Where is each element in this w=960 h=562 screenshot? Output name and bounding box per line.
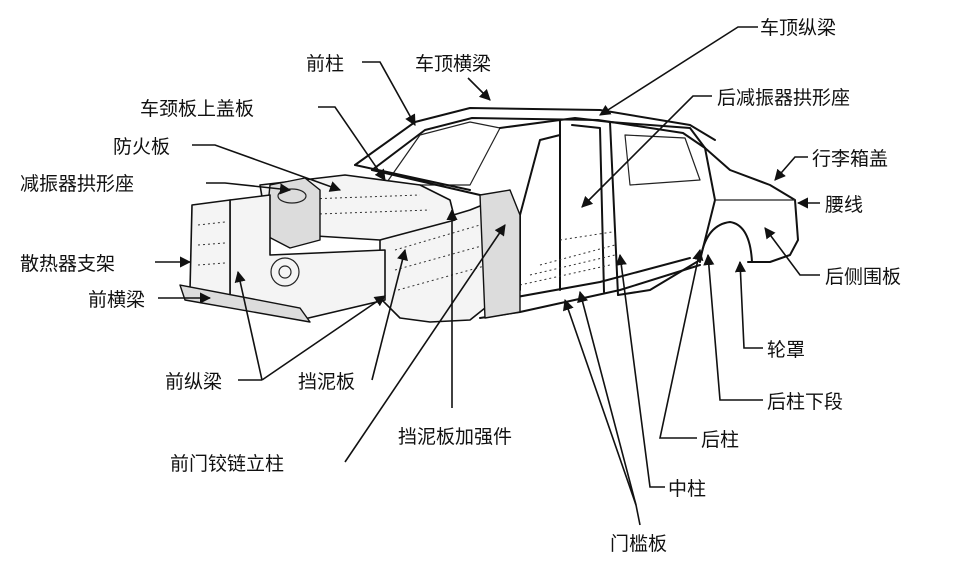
part-labels: 车顶纵梁 前柱 车顶横梁 后减振器拱形座 车颈板上盖板 防火板 行李箱盖 减振器… xyxy=(20,17,901,555)
label-rear-shock-tower: 后减振器拱形座 xyxy=(717,87,850,109)
label-rear-quarter-panel: 后侧围板 xyxy=(825,266,901,288)
b-pillar-shape xyxy=(559,117,619,296)
label-front-side-member: 前纵梁 xyxy=(165,371,222,393)
fender-rivets xyxy=(394,224,489,291)
label-rocker-panel: 门槛板 xyxy=(610,533,667,555)
rear-window-frame xyxy=(624,134,701,186)
label-center-pillar: 中柱 xyxy=(668,478,706,500)
label-rear-pillar-lower: 后柱下段 xyxy=(767,391,843,413)
leader-rear-pillar xyxy=(659,248,704,439)
leader-a-pillar xyxy=(362,61,416,126)
leader-lines xyxy=(155,26,820,526)
label-firewall: 防火板 xyxy=(113,136,170,158)
leader-trunk-lid xyxy=(774,156,808,181)
roof-outline xyxy=(354,107,716,166)
leader-rocker-panel-b xyxy=(577,290,637,506)
leader-front-side-member-b xyxy=(261,295,386,381)
label-cowl-top-panel: 车颈板上盖板 xyxy=(140,98,254,120)
leader-center-pillar xyxy=(615,253,665,488)
leader-rocker-panel xyxy=(635,504,641,526)
label-front-cross-member: 前横梁 xyxy=(88,289,145,311)
label-front-shock-tower: 减振器拱形座 xyxy=(20,173,134,195)
leader-front-shock-tower xyxy=(206,182,292,195)
label-radiator-support: 散热器支架 xyxy=(20,253,115,275)
car-body-illustration xyxy=(179,107,799,323)
leader-wheel-housing xyxy=(734,260,763,349)
label-waistline: 腰线 xyxy=(825,194,863,216)
radiator-support-shape xyxy=(189,199,231,301)
sill-inner xyxy=(499,257,691,301)
windshield-frame xyxy=(384,121,501,186)
label-front-door-hinge-pillar: 前门铰链立柱 xyxy=(170,453,284,475)
label-a-pillar: 前柱 xyxy=(306,53,344,75)
leader-front-door-hinge-pillar xyxy=(344,224,506,463)
label-fender-reinforcement: 挡泥板加强件 xyxy=(398,426,512,448)
rear-quarter-outline xyxy=(704,147,799,263)
label-fender: 挡泥板 xyxy=(298,371,355,393)
label-roof-longitudinal-beam: 车顶纵梁 xyxy=(760,17,836,39)
leader-firewall xyxy=(192,144,342,192)
suspension-mount xyxy=(270,257,300,287)
leader-cowl-top-panel xyxy=(318,106,386,181)
suspension-mount-inner xyxy=(278,265,292,279)
leader-rear-quarter-panel xyxy=(764,227,820,276)
floor-pan xyxy=(519,231,616,286)
shock-tower-top xyxy=(277,188,307,204)
leader-fender xyxy=(371,248,408,381)
label-roof-cross-beam: 车顶横梁 xyxy=(415,53,491,75)
leader-rear-pillar-lower xyxy=(703,253,763,401)
leader-rocker-panel-a xyxy=(563,298,637,506)
leader-roof-longitudinal-beam xyxy=(599,26,758,116)
firewall-texture xyxy=(279,194,431,216)
label-trunk-lid: 行李箱盖 xyxy=(812,148,888,170)
label-wheel-housing: 轮罩 xyxy=(767,339,805,361)
leader-rear-shock-tower xyxy=(581,95,712,208)
leader-roof-cross-beam xyxy=(467,77,491,101)
label-rear-pillar: 后柱 xyxy=(701,429,739,451)
roof-inner-edge xyxy=(371,117,706,171)
a-pillar-shape xyxy=(354,164,481,196)
hinge-pillar-shape xyxy=(479,189,521,319)
rear-wheel-arch xyxy=(699,221,753,263)
leader-front-side-member-a xyxy=(234,270,263,381)
